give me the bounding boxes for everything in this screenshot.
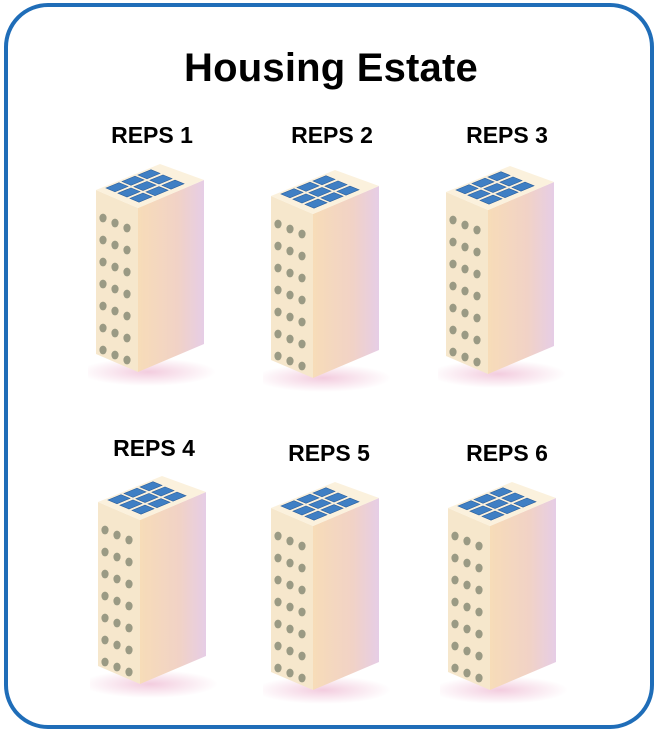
solar-panel-icon <box>457 487 537 521</box>
building-reps-5 <box>263 478 393 708</box>
building-with-solar-panels-icon <box>88 160 218 390</box>
solar-panel-icon <box>107 481 187 515</box>
solar-panel-icon <box>280 487 360 521</box>
building-with-solar-panels-icon <box>263 166 393 396</box>
building-with-solar-panels-icon <box>90 472 220 702</box>
building-with-solar-panels-icon <box>263 478 393 708</box>
building-with-solar-panels-icon <box>440 478 570 708</box>
diagram-title: Housing Estate <box>184 46 478 90</box>
building-label-reps-5: REPS 5 <box>288 440 370 466</box>
building-reps-4 <box>90 472 220 702</box>
building-reps-3 <box>438 162 568 392</box>
building-reps-1 <box>88 160 218 390</box>
building-with-solar-panels-icon <box>438 162 568 392</box>
building-label-reps-1: REPS 1 <box>111 122 193 148</box>
building-label-reps-4: REPS 4 <box>113 435 195 461</box>
solar-panel-icon <box>455 171 535 205</box>
building-reps-2 <box>263 166 393 396</box>
building-label-reps-2: REPS 2 <box>291 122 373 148</box>
building-reps-6 <box>440 478 570 708</box>
solar-panel-icon <box>105 169 185 203</box>
solar-panel-icon <box>280 175 360 209</box>
building-label-reps-3: REPS 3 <box>466 122 548 148</box>
building-label-reps-6: REPS 6 <box>466 440 548 466</box>
